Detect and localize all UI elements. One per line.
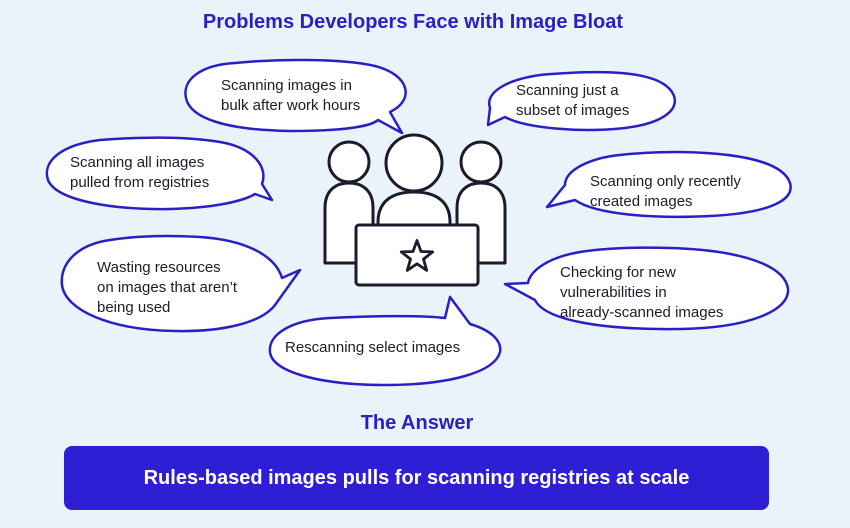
speech-bubble-subset bbox=[486, 70, 677, 132]
diagram-title: Problems Developers Face with Image Bloa… bbox=[202, 11, 624, 33]
problem-text-rescan: Rescanning select images bbox=[285, 339, 461, 356]
speech-bubble-bulk bbox=[184, 58, 407, 135]
answer-banner: Rules-based images pulls for scanning re… bbox=[64, 446, 769, 510]
speech-bubble-rescan bbox=[268, 295, 502, 387]
speech-bubble-vulns bbox=[503, 246, 790, 331]
speech-bubble-all bbox=[45, 136, 274, 211]
speech-bubble-wasting bbox=[60, 234, 302, 333]
speech-bubble-recent bbox=[545, 150, 792, 219]
developer-team-laptop-star-icon bbox=[323, 133, 507, 287]
answer-heading: The Answer bbox=[360, 412, 474, 434]
answer-text: Rules-based images pulls for scanning re… bbox=[143, 466, 690, 489]
